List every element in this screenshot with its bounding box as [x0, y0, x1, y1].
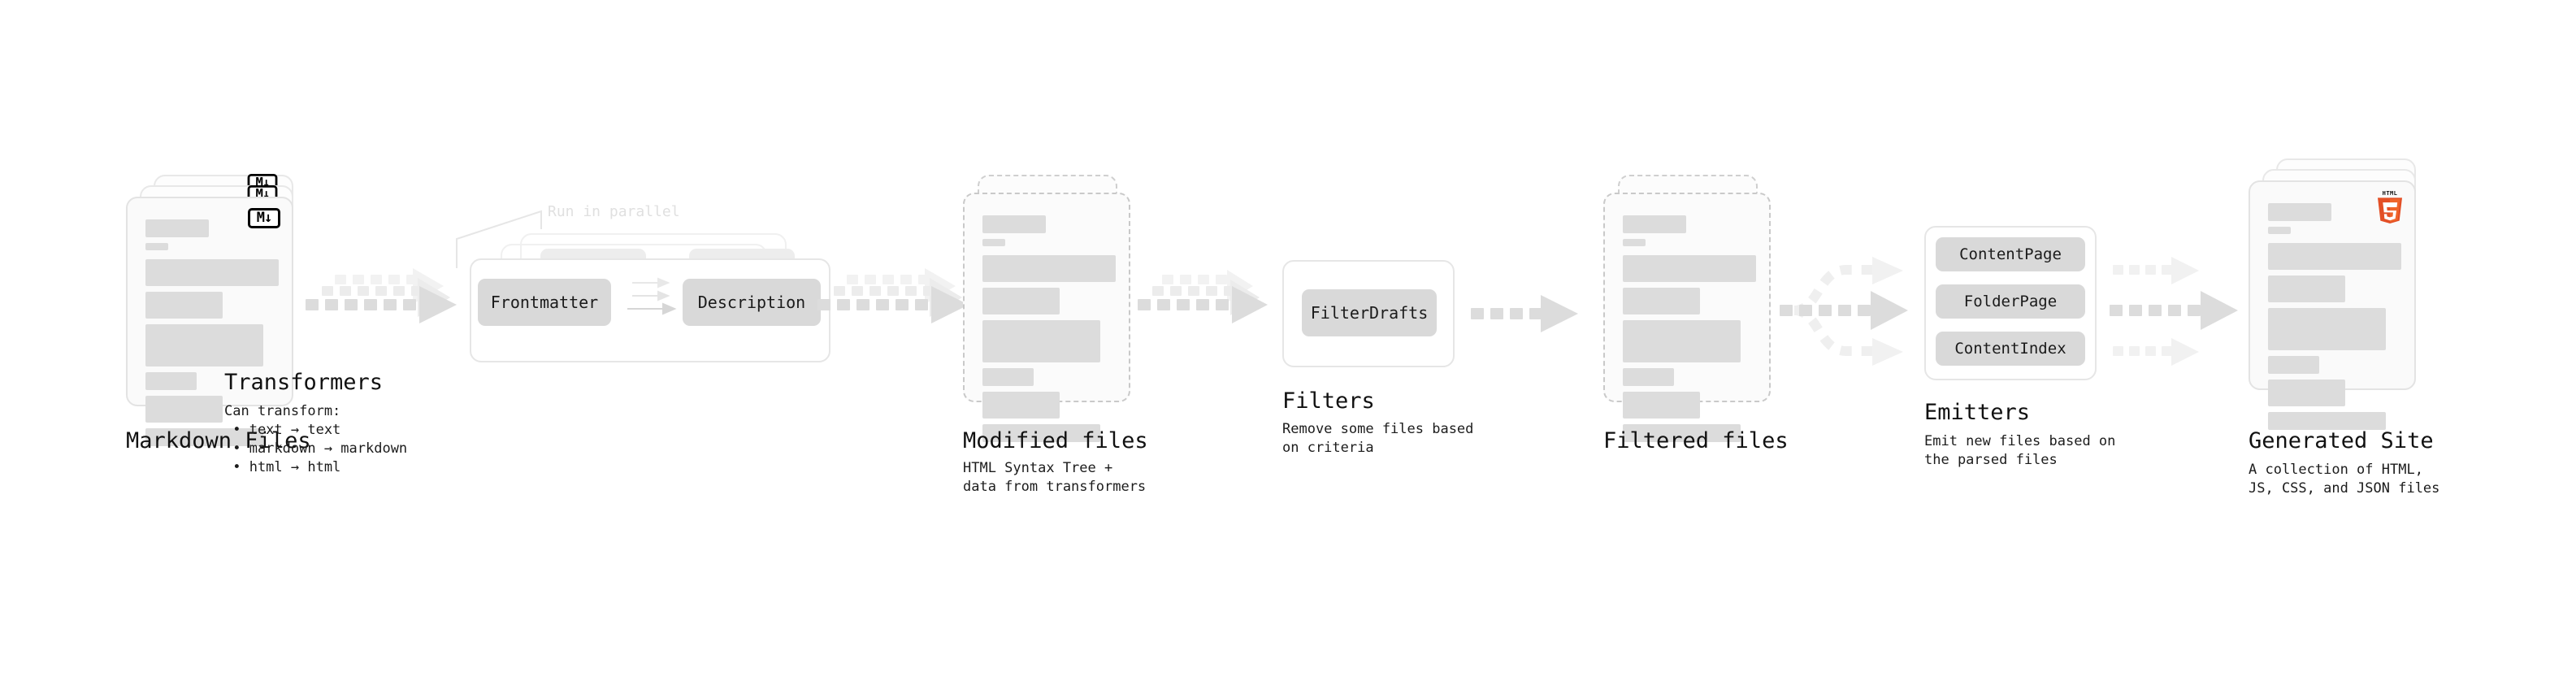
stage-title-generated-site: Generated Site: [2249, 428, 2434, 453]
generated-site-card: HTML: [2249, 180, 2416, 430]
transformer-inner-arrows: [627, 277, 677, 315]
transformer-chip-frontmatter[interactable]: Frontmatter: [478, 279, 611, 326]
stage-subtitle-generated-site: A collection of HTML, JS, CSS, and JSON …: [2249, 462, 2440, 497]
arrow-modified-files-to-filters: [1138, 270, 1268, 323]
content-bar: [145, 243, 168, 250]
content-bar: [145, 292, 223, 319]
content-bar: [1623, 288, 1700, 314]
markdown-file-card: M↓: [126, 197, 293, 446]
content-bar: [2268, 227, 2291, 234]
emitter-chip-contentindex[interactable]: ContentIndex: [1936, 332, 2085, 366]
content-bar: [1623, 320, 1741, 362]
stage-title-filters: Filters: [1282, 388, 1375, 414]
stage-title-filtered-files: Filtered files: [1603, 428, 1789, 453]
arrow-filtered-files-to-emitters: [1780, 257, 1908, 366]
content-bar: [982, 368, 1034, 386]
stage-subtitle-emitters: Emit new files based on the parsed files: [1924, 433, 2116, 468]
content-bar: [982, 239, 1005, 246]
modified-file-card: [963, 193, 1130, 442]
content-bar: [2268, 380, 2345, 406]
stage-subtitle-filters: Remove some files based on criteria: [1282, 421, 1474, 456]
content-bar: [982, 215, 1046, 233]
content-bar: [982, 392, 1060, 419]
markdown-icon: M↓: [248, 208, 280, 228]
content-bar: [2268, 412, 2386, 430]
content-bar: [1623, 392, 1700, 419]
content-bar: [1623, 255, 1756, 282]
arrow-transformers-to-modified-files: [817, 268, 969, 323]
content-bar: [145, 396, 223, 423]
transformer-chip-description[interactable]: Description: [683, 279, 821, 326]
stage-title-emitters: Emitters: [1924, 400, 2031, 425]
run-in-parallel-bracket: [456, 210, 542, 268]
content-bar: [145, 259, 279, 286]
run-in-parallel-label: Run in parallel: [548, 203, 680, 220]
svg-text:HTML: HTML: [2383, 189, 2398, 197]
content-bar: [145, 324, 263, 367]
stage-subtitle-transformers: Can transform: • text → text • markdown …: [224, 403, 408, 475]
file-content-bars: [982, 215, 1116, 448]
content-bar: [1623, 424, 1741, 442]
stage-title-modified-files: Modified files: [963, 428, 1148, 453]
stage-title-transformers: Transformers: [224, 370, 384, 395]
file-content-bars: [145, 219, 279, 452]
filter-chip-filterdrafts[interactable]: FilterDrafts: [1302, 289, 1437, 336]
content-bar: [2268, 356, 2319, 374]
stage-subtitle-modified-files: HTML Syntax Tree + data from transformer…: [963, 460, 1147, 495]
content-bar: [982, 255, 1116, 282]
html5-icon: HTML: [2378, 189, 2402, 223]
arrow-markdown-to-transformers: [306, 268, 457, 323]
content-bar: [982, 288, 1060, 314]
stage-title-markdown-files: Markdown Files: [126, 428, 311, 453]
arrow-filters-to-filtered-files: [1471, 295, 1578, 332]
content-bar: [982, 320, 1100, 362]
content-bar: [145, 219, 209, 237]
content-bar: [2268, 203, 2331, 221]
filtered-file-card: [1603, 193, 1771, 442]
content-bar: [145, 372, 197, 390]
emitter-chip-folderpage[interactable]: FolderPage: [1936, 284, 2085, 319]
file-content-bars: [2268, 203, 2401, 436]
content-bar: [2268, 243, 2401, 270]
emitter-chip-contentpage[interactable]: ContentPage: [1936, 237, 2085, 271]
content-bar: [1623, 368, 1674, 386]
content-bar: [145, 428, 263, 446]
content-bar: [1623, 239, 1646, 246]
file-content-bars: [1623, 215, 1756, 448]
content-bar: [2268, 308, 2386, 350]
content-bar: [982, 424, 1100, 442]
content-bar: [1623, 215, 1686, 233]
content-bar: [2268, 275, 2345, 302]
arrow-emitters-to-generated-site: [2110, 257, 2238, 366]
